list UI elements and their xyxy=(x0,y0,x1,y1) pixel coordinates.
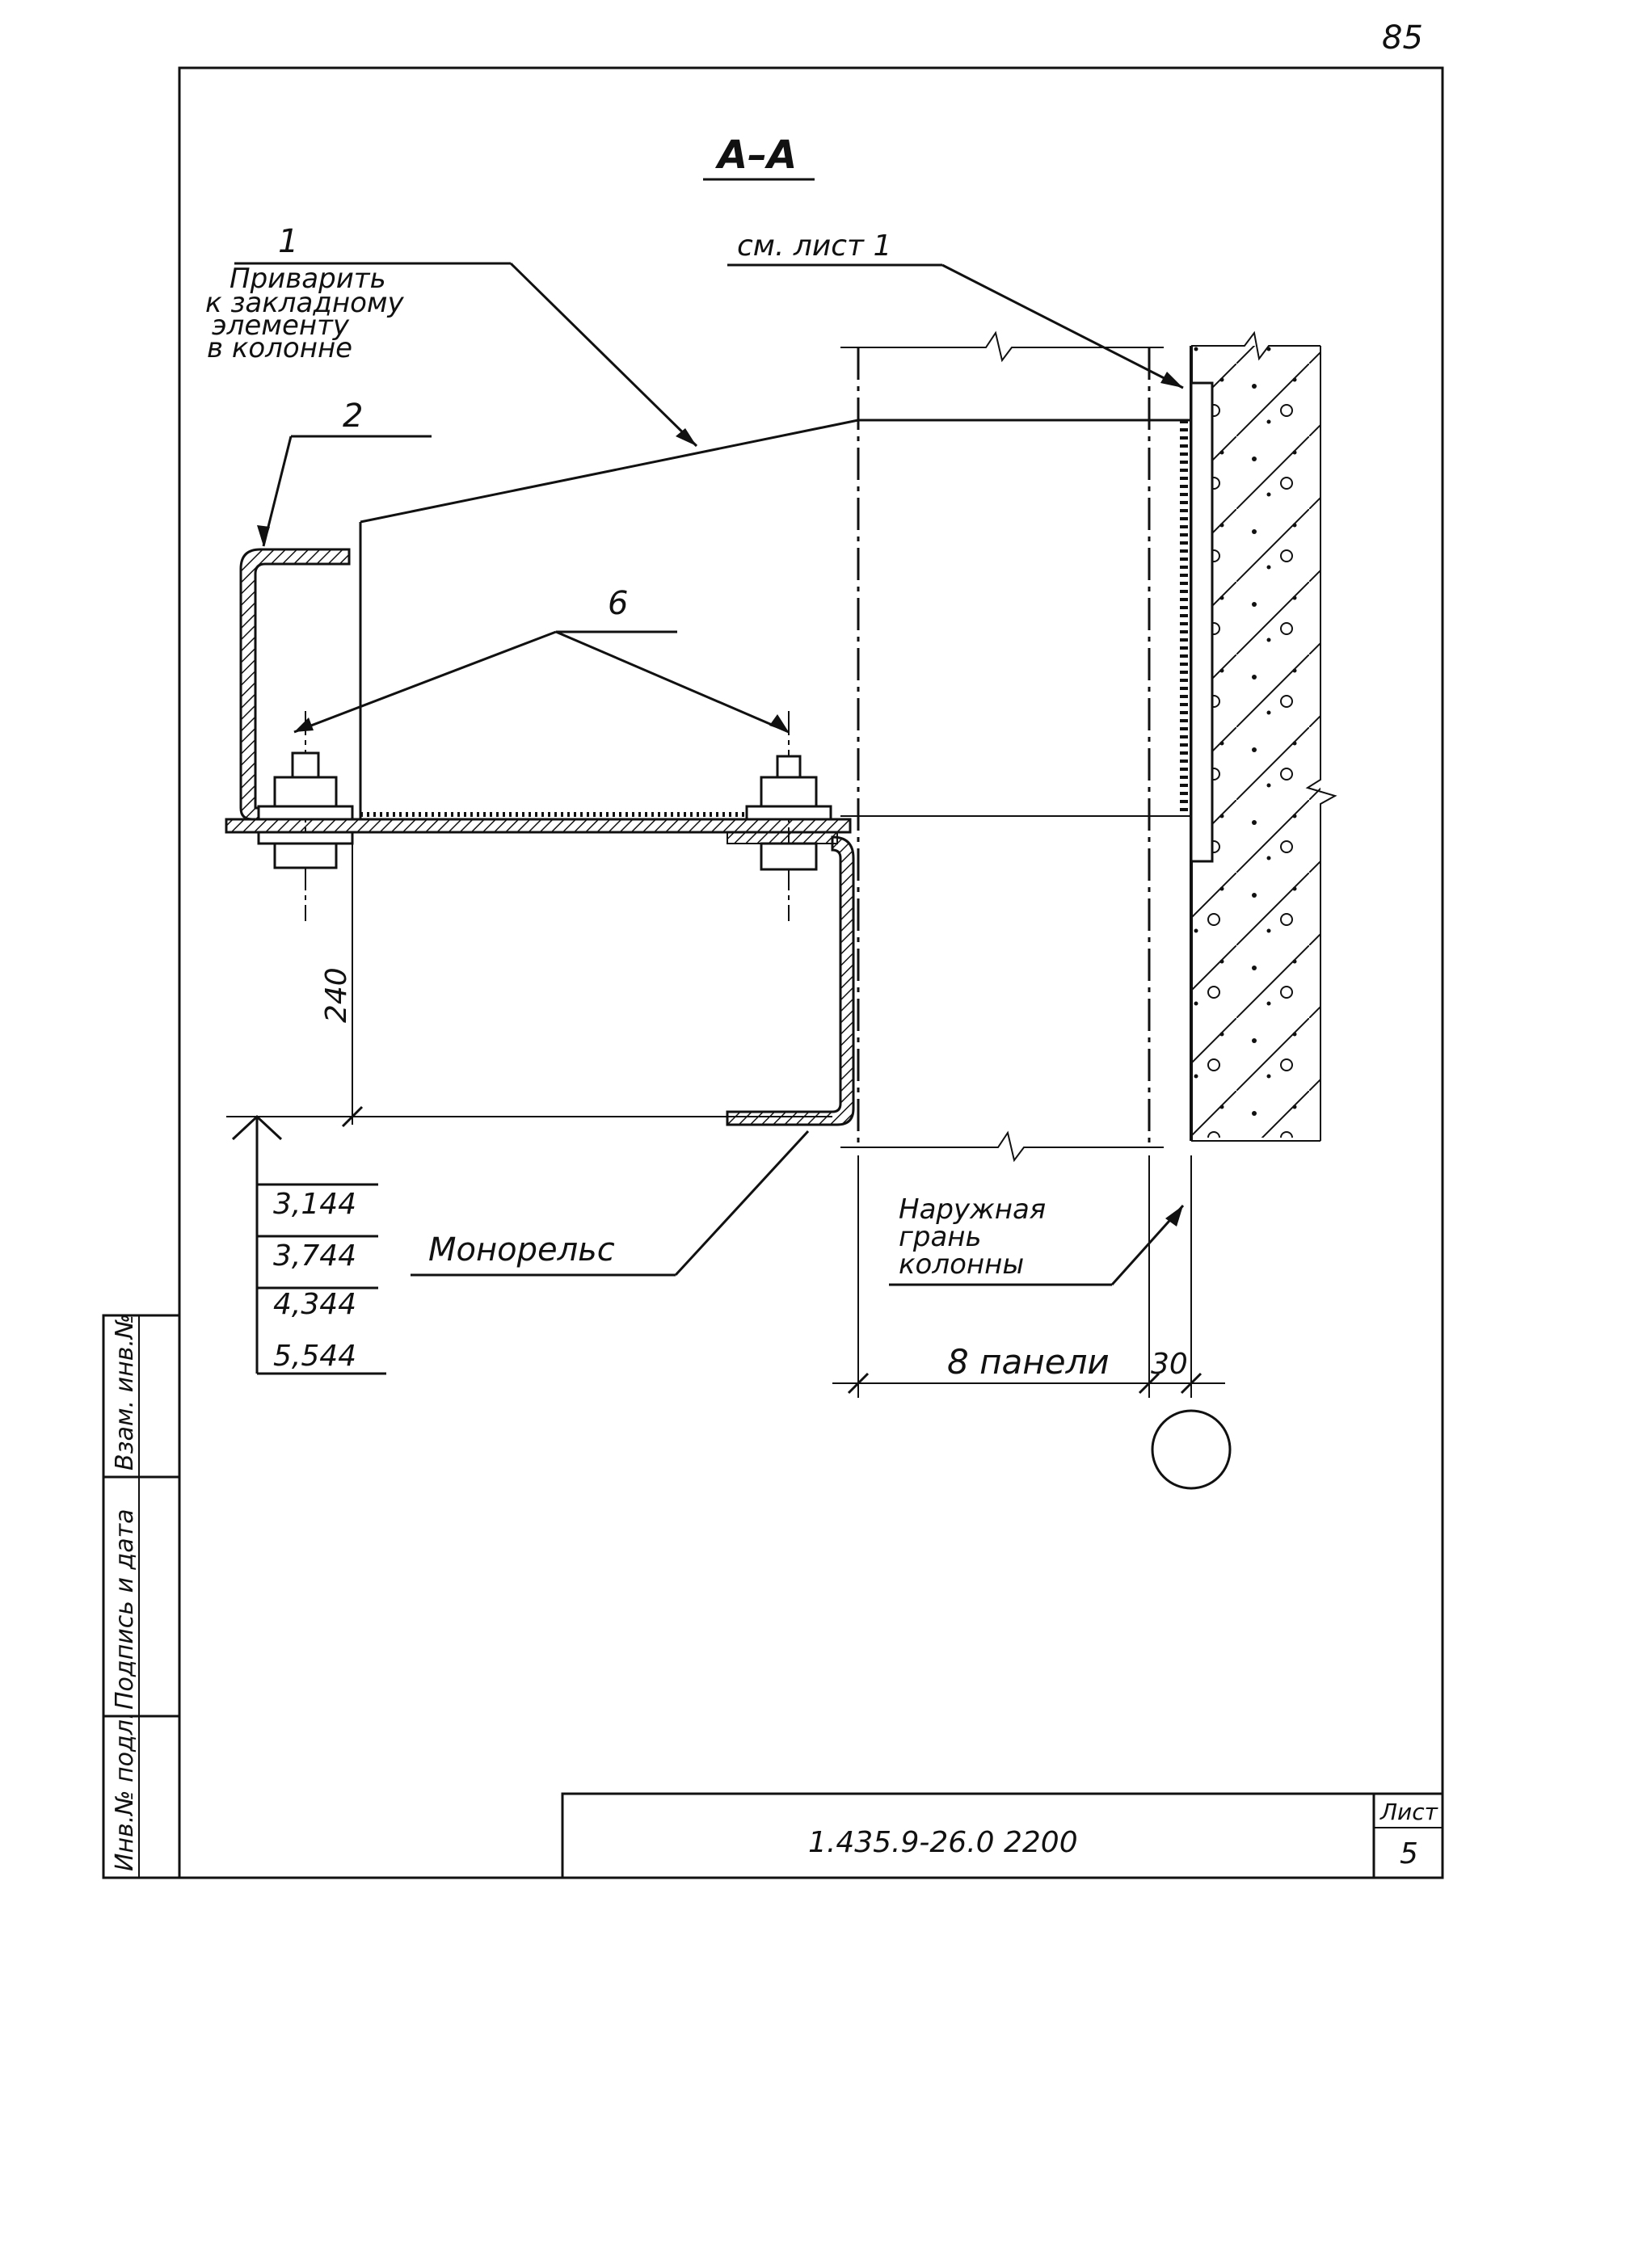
callout-outer-face: Наружная грань колонны xyxy=(899,1193,1046,1281)
nut-plate-right xyxy=(727,831,838,844)
page-number: 85 xyxy=(1382,19,1423,57)
dimension-gap-label: 30 xyxy=(1151,1348,1188,1381)
leader-lines xyxy=(234,262,1185,1286)
sheet-number: 5 xyxy=(1400,1837,1418,1870)
arrowheads xyxy=(257,372,1183,1227)
channel-upper xyxy=(239,548,351,821)
callout-item-2: 2 xyxy=(343,398,363,435)
svg-text:элементу: элементу xyxy=(212,309,350,342)
side-stamp-inv: Инв.№ подл. xyxy=(111,1712,139,1871)
callout-monorail: Монорельс xyxy=(428,1231,615,1269)
panel-outline xyxy=(840,330,1191,1163)
title-block: 1.435.9-26.0 2200 Лист 5 xyxy=(561,1792,1444,1879)
axis-marker xyxy=(1151,1409,1232,1490)
callout-weld-note: Приварить к закладному элементу в колонн… xyxy=(205,263,405,364)
svg-text:Приварить: Приварить xyxy=(230,263,386,295)
document-code: 1.435.9-26.0 2200 xyxy=(808,1826,1078,1859)
svg-text:Наружная: Наружная xyxy=(899,1193,1046,1226)
bracket-plate xyxy=(360,419,859,524)
svg-text:грань: грань xyxy=(899,1221,982,1253)
horizontal-plate xyxy=(225,818,852,834)
svg-text:колонны: колонны xyxy=(899,1248,1024,1281)
embedded-plate xyxy=(1190,381,1214,863)
elevation-4: 5,544 xyxy=(273,1340,356,1373)
side-stamp: Инв.№ подл. Подпись и дата Взам. инв.№ xyxy=(102,1314,181,1879)
dimension-240-label: 240 xyxy=(320,967,353,1023)
monorail-channel xyxy=(726,835,855,1126)
svg-text:к закладному: к закладному xyxy=(205,287,405,319)
side-stamp-signature: Подпись и дата xyxy=(111,1509,139,1710)
svg-text:в колонне: в колонне xyxy=(207,332,352,364)
callout-item-1: 1 xyxy=(278,223,298,260)
elevation-3: 4,344 xyxy=(273,1288,356,1321)
elevation-1: 3,144 xyxy=(273,1188,356,1221)
bolt-left xyxy=(257,711,354,921)
elevation-marker xyxy=(231,1114,386,1375)
callout-item-6: 6 xyxy=(608,585,628,622)
elevation-2: 3,744 xyxy=(273,1239,356,1273)
dimension-panel-label: 8 панели xyxy=(947,1342,1110,1382)
dimension-panel-width xyxy=(832,1155,1225,1398)
callout-see-sheet: см. лист 1 xyxy=(737,229,891,263)
side-stamp-replace: Взам. инв.№ xyxy=(111,1314,139,1471)
section-title: A–A xyxy=(714,133,797,178)
bolt-right xyxy=(745,711,832,921)
sheet-label: Лист xyxy=(1379,1799,1438,1825)
dimension-240 xyxy=(226,832,832,1128)
